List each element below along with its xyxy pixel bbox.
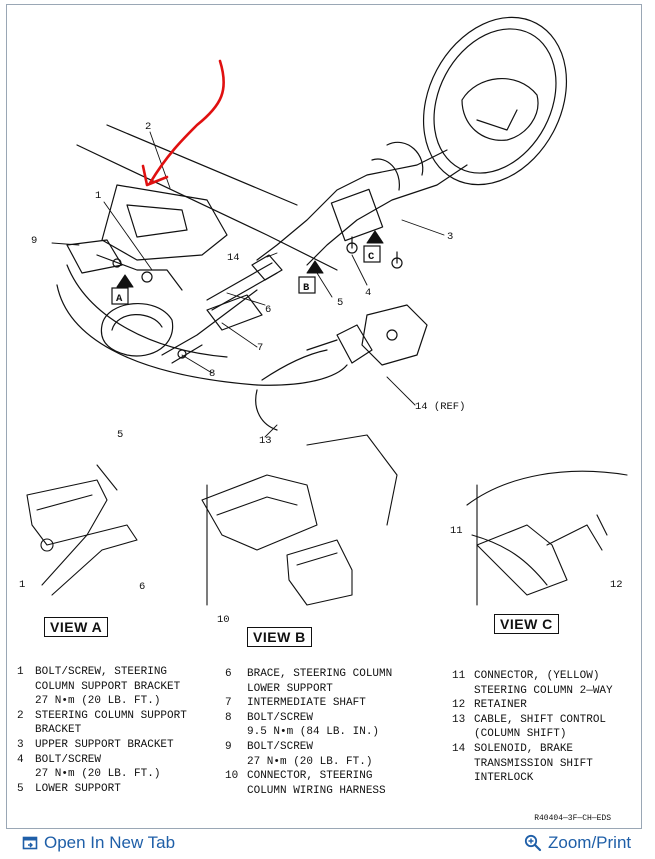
intermediate-shaft	[206, 254, 283, 311]
view-a-sketch	[26, 464, 138, 596]
view-a-callout-6: 6	[139, 581, 145, 593]
view-c-callout-12: 12	[610, 579, 623, 591]
callout-5: 5	[337, 297, 343, 309]
view-a-callout-1: 1	[19, 579, 25, 591]
open-new-tab-label: Open In New Tab	[44, 833, 176, 852]
callout-2: 2	[145, 121, 151, 133]
callout-7: 7	[257, 342, 263, 354]
support-bracket	[66, 184, 228, 291]
view-a-callout-5: 5	[117, 429, 123, 441]
view-a-label: VIEW A	[44, 617, 109, 637]
callout-14-ref: 14 (REF)	[415, 401, 465, 413]
marker-c: C	[368, 251, 375, 263]
callout-9: 9	[31, 235, 37, 247]
callout-8: 8	[209, 368, 215, 380]
callout-14: 14	[227, 252, 240, 264]
leader-lines	[51, 131, 445, 438]
marker-a: A	[116, 293, 123, 305]
view-b-label: VIEW B	[247, 627, 312, 647]
red-arrow-annotation	[141, 59, 225, 187]
zoom-icon	[524, 834, 542, 852]
zoom-print-label: Zoom/Print	[548, 833, 632, 852]
steering-column	[256, 141, 468, 266]
open-new-tab-icon	[22, 836, 38, 850]
view-c-label: VIEW C	[494, 614, 559, 634]
callout-1: 1	[95, 190, 101, 202]
interlock-assembly	[255, 304, 428, 431]
view-c-callout-11: 11	[450, 525, 463, 537]
steering-column-diagram: 2 1 9 14 3 4 5 6 7 8 14 (REF) 13 5 1 6 1…	[19, 16, 628, 626]
view-markers	[116, 230, 384, 288]
zoom-print-button[interactable]: Zoom/Print	[524, 833, 631, 853]
view-c-sketch	[466, 470, 628, 606]
footer-bar: Open In New Tab Zoom/Print	[6, 827, 642, 859]
callout-13: 13	[259, 435, 272, 447]
callout-labels: 2 1 9 14 3 4 5 6 7 8 14 (REF) 13 5 1 6 1…	[19, 121, 623, 626]
open-new-tab-button[interactable]: Open In New Tab	[22, 833, 175, 853]
lower-support	[100, 289, 263, 364]
callout-6: 6	[265, 304, 271, 316]
view-marker-boxes: A B C	[111, 245, 381, 305]
callout-4: 4	[365, 287, 371, 299]
steering-wheel	[422, 16, 568, 186]
view-b-callout-10: 10	[217, 614, 230, 626]
marker-b: B	[303, 282, 310, 294]
bolts	[346, 236, 403, 269]
callout-3: 3	[447, 231, 453, 243]
figure-code: R40404—3F—CH—EDS	[534, 814, 611, 823]
diagram-frame: 2 1 9 14 3 4 5 6 7 8 14 (REF) 13 5 1 6 1…	[6, 4, 642, 829]
view-b-sketch	[201, 434, 398, 606]
